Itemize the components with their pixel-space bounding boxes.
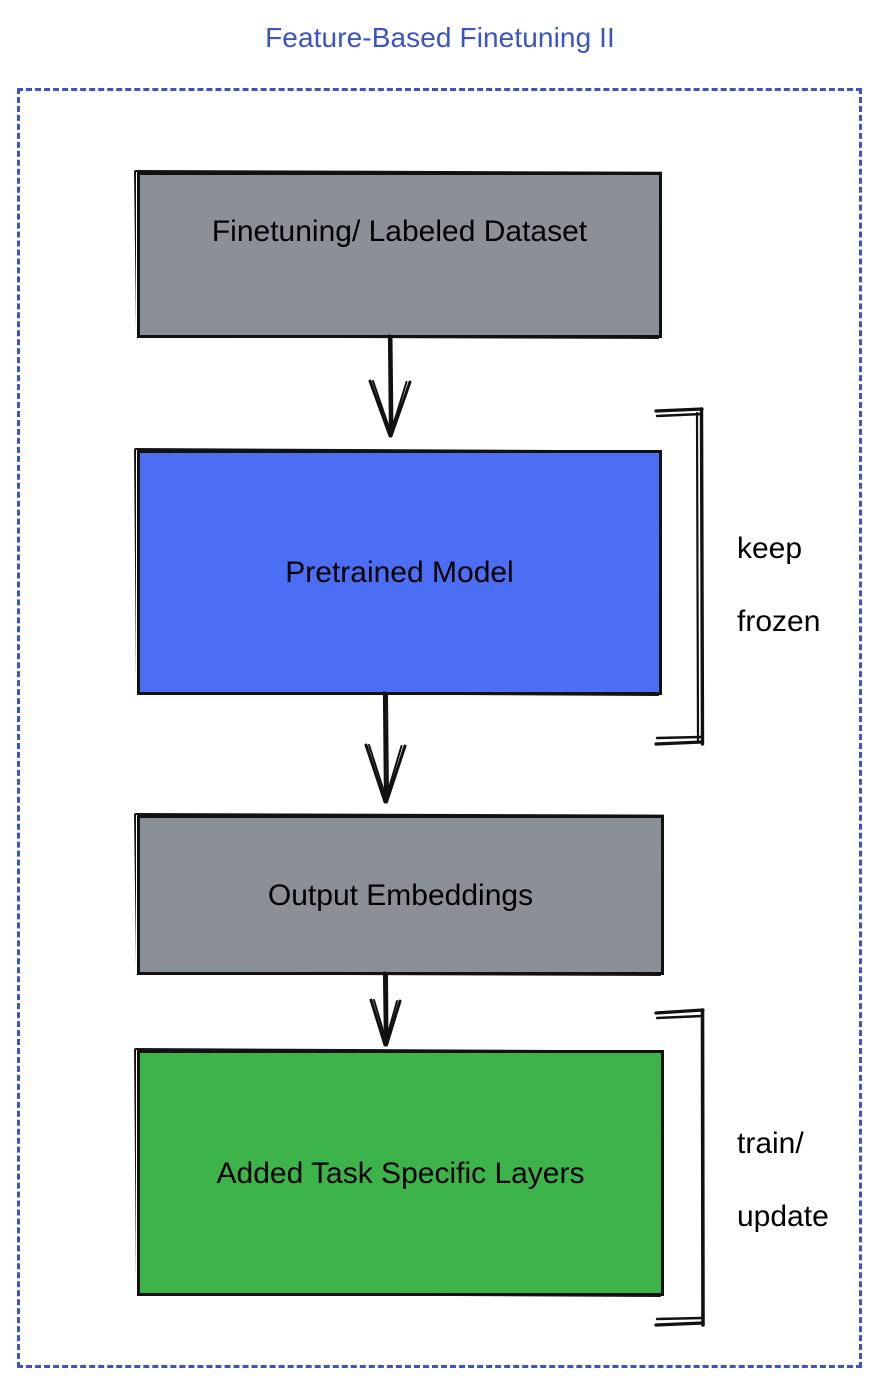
- node-label-layers: Added Task Specific Layers: [216, 1156, 585, 1190]
- annotation-keep-frozen-line2: frozen: [737, 604, 821, 638]
- arrow-pretrained-to-embeddings: [364, 691, 407, 804]
- node-label-dataset: Finetuning/ Labeled Dataset: [211, 215, 588, 248]
- arrow-embeddings-to-layers: [369, 971, 402, 1047]
- arrow-dataset-to-pretrained: [368, 334, 412, 438]
- diagram-frame: [17, 88, 862, 1368]
- annotation-train-update: train/ update: [737, 1089, 829, 1272]
- annotation-train-update-line2: update: [737, 1199, 829, 1233]
- bracket-keep-frozen: [654, 407, 705, 746]
- page-title: Feature-Based Finetuning II: [265, 22, 615, 53]
- node-pretrained-model[interactable]: Pretrained Model: [137, 450, 662, 695]
- annotation-train-update-line1: train/: [737, 1126, 804, 1160]
- node-label-pretrained: Pretrained Model: [285, 556, 514, 589]
- annotation-keep-frozen-line1: keep: [737, 531, 803, 565]
- node-output-embeddings[interactable]: Output Embeddings: [137, 815, 664, 975]
- node-finetuning-labeled-dataset[interactable]: Finetuning/ Labeled Dataset: [137, 172, 662, 338]
- bracket-train-update: [654, 1008, 705, 1327]
- node-added-task-specific-layers[interactable]: Added Task Specific Layers: [137, 1050, 664, 1296]
- annotation-keep-frozen: keep frozen: [737, 494, 820, 677]
- node-label-embeddings: Output Embeddings: [267, 878, 534, 912]
